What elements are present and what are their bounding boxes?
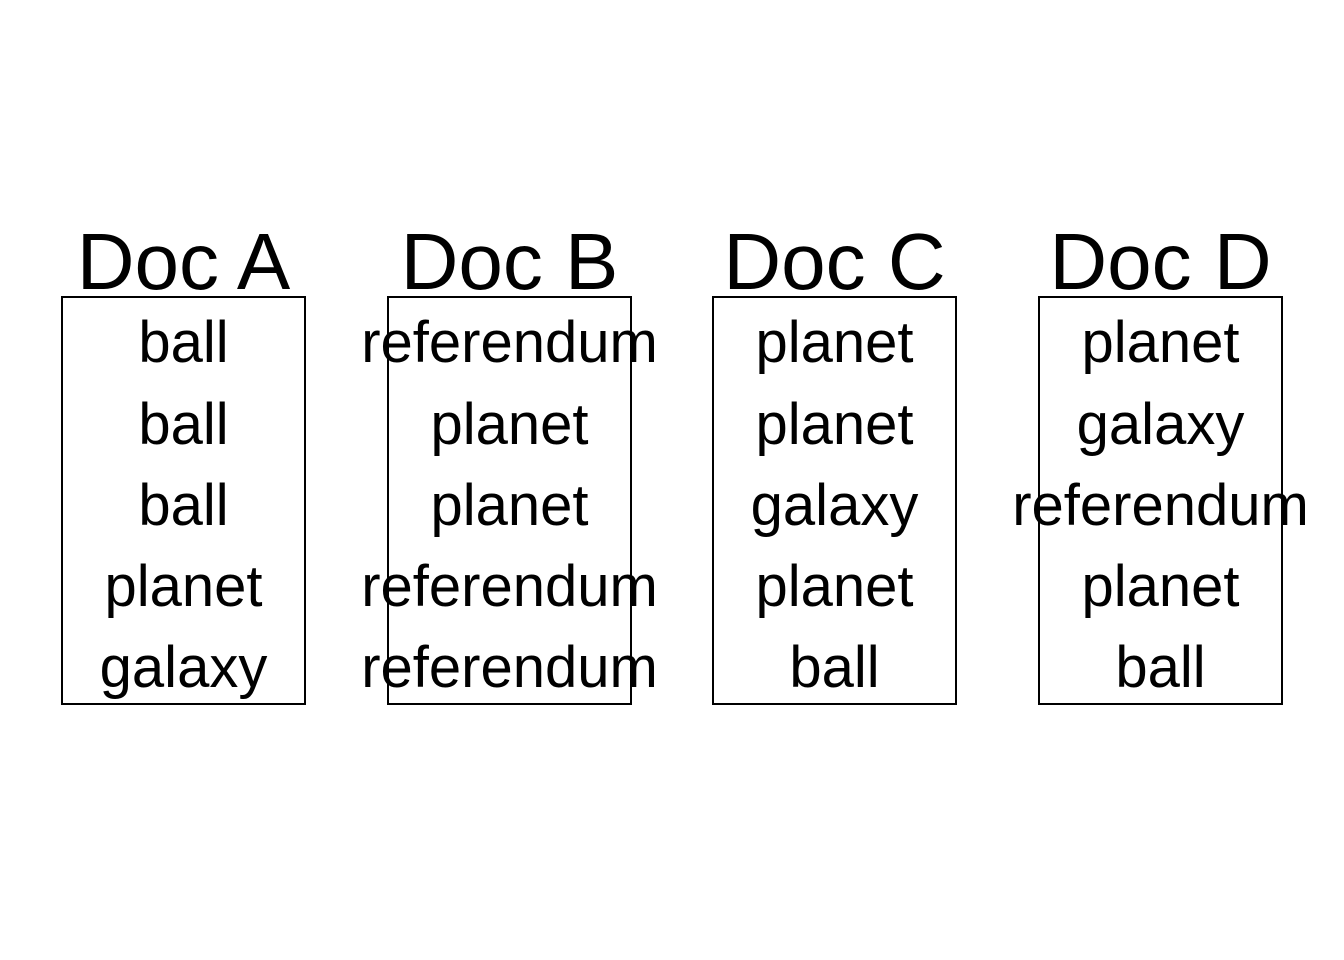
doc-d-word-3: referendum (1012, 473, 1309, 538)
doc-d-title-text: Doc D (1049, 218, 1272, 297)
doc-c-title-text: Doc C (723, 218, 946, 297)
doc-d-box (1038, 296, 1283, 705)
doc-b-title: Doc B (347, 218, 672, 297)
doc-c: Doc C planet planet galaxy planet ball (712, 218, 957, 705)
doc-a-word-4: planet (104, 554, 263, 619)
doc-d-word-1: planet (1081, 310, 1240, 375)
doc-c-word-1: planet (755, 310, 914, 375)
doc-a: Doc A ball ball ball planet galaxy (61, 218, 306, 705)
doc-d-word-4: planet (1081, 554, 1240, 619)
doc-b-word-2: planet (430, 392, 589, 457)
doc-d-word-2: galaxy (1076, 392, 1245, 457)
doc-b-word-3: planet (430, 473, 589, 538)
doc-b: Doc B referendum planet planet referendu… (361, 218, 658, 705)
doc-a-word-2: ball (138, 392, 229, 457)
doc-a-word-5: galaxy (99, 635, 268, 700)
doc-c-word-5: ball (789, 635, 880, 700)
doc-d: Doc D planet galaxy referendum planet ba… (1012, 218, 1309, 705)
doc-b-word-5: referendum (361, 635, 658, 700)
doc-b-word-1: referendum (361, 310, 658, 375)
doc-c-title: Doc C (672, 218, 997, 297)
doc-a-word-3: ball (138, 473, 229, 538)
doc-b-box (387, 296, 632, 705)
doc-a-box (61, 296, 306, 705)
doc-c-box (712, 296, 957, 705)
doc-c-word-3: galaxy (750, 473, 919, 538)
doc-a-title: Doc A (21, 218, 346, 297)
doc-d-title: Doc D (998, 218, 1323, 297)
doc-d-word-5: ball (1115, 635, 1206, 700)
doc-c-word-2: planet (755, 392, 914, 457)
doc-b-title-text: Doc B (400, 218, 619, 297)
doc-b-word-4: referendum (361, 554, 658, 619)
doc-c-word-4: planet (755, 554, 914, 619)
doc-a-word-1: ball (138, 310, 229, 375)
doc-a-title-text: Doc A (76, 218, 291, 297)
